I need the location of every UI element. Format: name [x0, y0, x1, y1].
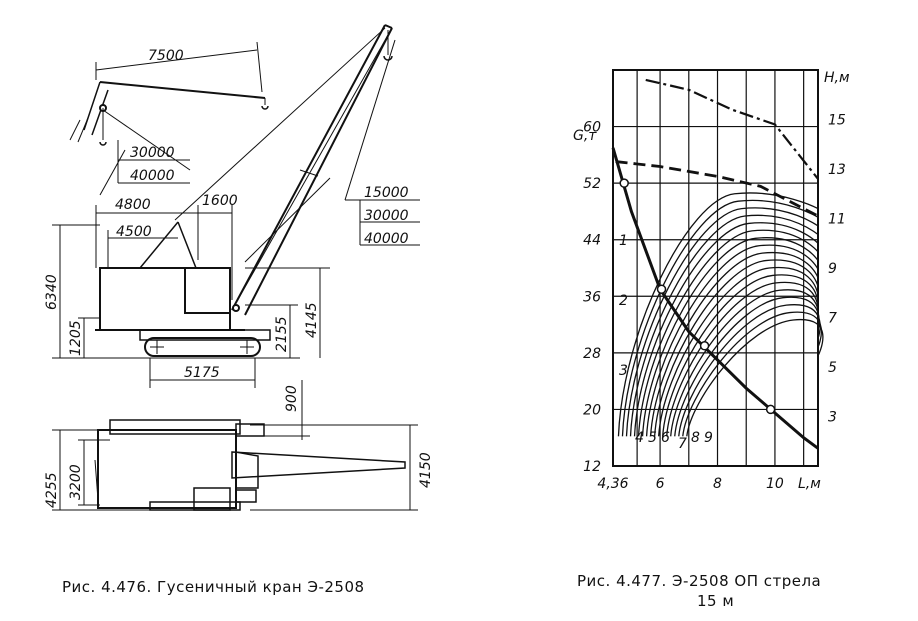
height-arc [625, 207, 819, 437]
y-right-tick-label: 3 [828, 410, 837, 426]
height-arc [621, 199, 819, 437]
dim-4800: 4800 [115, 197, 151, 213]
height-arc [658, 266, 819, 437]
height-arc [637, 229, 819, 437]
y-left-tick-label: 52 [583, 176, 601, 192]
y-left-tick-label: 12 [583, 459, 601, 475]
series-label-bottom: 9 [704, 430, 713, 446]
dim-6340: 6340 [44, 274, 60, 310]
height-arc [645, 244, 819, 437]
x-tick-label: 4,36 [597, 476, 628, 492]
dim-1205: 1205 [68, 320, 84, 356]
y-right-tick-label: 11 [828, 212, 846, 228]
height-arc [674, 296, 820, 437]
x-tick-label: 8 [713, 476, 722, 492]
x-tick-label: 6 [656, 476, 665, 492]
envelope-dashed [615, 160, 819, 218]
y-left-tick-label: 20 [583, 402, 601, 418]
y-left-tick-label: 36 [583, 289, 601, 305]
series-label-left: 3 [619, 363, 628, 379]
height-arc [629, 214, 819, 437]
y-right-tick-label: 13 [828, 162, 846, 178]
x-axis-label: L,м [798, 476, 821, 492]
series-label-bottom: 4 [635, 430, 644, 446]
y-left-axis-label: G,т [573, 128, 597, 144]
dim-900: 900 [284, 385, 300, 412]
caption-figure-1: Рис. 4.476. Гусеничный кран Э-2508 [62, 578, 365, 596]
series-label-left: 1 [619, 233, 628, 249]
height-arc [686, 319, 824, 437]
dim-7500: 7500 [148, 48, 184, 64]
height-arc [649, 252, 819, 437]
y-left-tick-label: 60 [583, 120, 601, 136]
envelope-dash-dot [645, 78, 819, 180]
capacity-marker [699, 341, 710, 351]
height-arc [653, 259, 819, 437]
dim-4150: 4150 [418, 452, 434, 488]
caption-figure-2-line1: Рис. 4.477. Э-2508 ОП стрела [577, 572, 822, 590]
capacity-marker [656, 284, 667, 294]
dim-40000-b: 40000 [364, 231, 409, 247]
series-label-bottom: 6 [661, 430, 670, 446]
caption-figure-2-line2: 15 м [697, 592, 735, 610]
height-arc [666, 281, 819, 437]
series-label-bottom: 7 [678, 436, 687, 452]
dim-5175: 5175 [184, 365, 220, 381]
dim-3200: 3200 [68, 464, 84, 500]
height-arc [682, 311, 822, 437]
y-right-axis-label: H,м [824, 70, 850, 86]
capacity-marker [619, 178, 629, 188]
y-right-tick-label: 9 [828, 261, 837, 277]
series-label-left: 2 [619, 293, 628, 309]
dim-4500: 4500 [116, 224, 152, 240]
dim-2155: 2155 [274, 316, 290, 352]
dim-40000-a: 40000 [130, 168, 175, 184]
series-label-bottom: 5 [648, 430, 657, 446]
height-arc [670, 289, 820, 437]
y-right-tick-label: 5 [828, 360, 837, 376]
crane-side-view [52, 24, 420, 388]
dim-4255: 4255 [44, 472, 60, 508]
height-arc [617, 192, 819, 437]
height-arc [633, 222, 819, 437]
height-arc [641, 237, 819, 437]
y-right-tick-label: 15 [828, 113, 846, 129]
dim-1600: 1600 [202, 193, 238, 209]
y-left-tick-label: 28 [583, 346, 601, 362]
y-right-tick-label: 7 [828, 311, 837, 327]
dim-4145: 4145 [304, 302, 320, 338]
crane-plan-view [52, 380, 418, 511]
capacity-curve [611, 147, 819, 450]
x-tick-label: 10 [766, 476, 784, 492]
dim-30000-a: 30000 [130, 145, 175, 161]
capacity-marker [765, 404, 776, 415]
dim-30000-b: 30000 [364, 208, 409, 224]
y-left-tick-label: 44 [583, 233, 601, 249]
series-label-bottom: 8 [691, 430, 700, 446]
height-arc [662, 274, 819, 437]
dim-15000: 15000 [364, 185, 409, 201]
